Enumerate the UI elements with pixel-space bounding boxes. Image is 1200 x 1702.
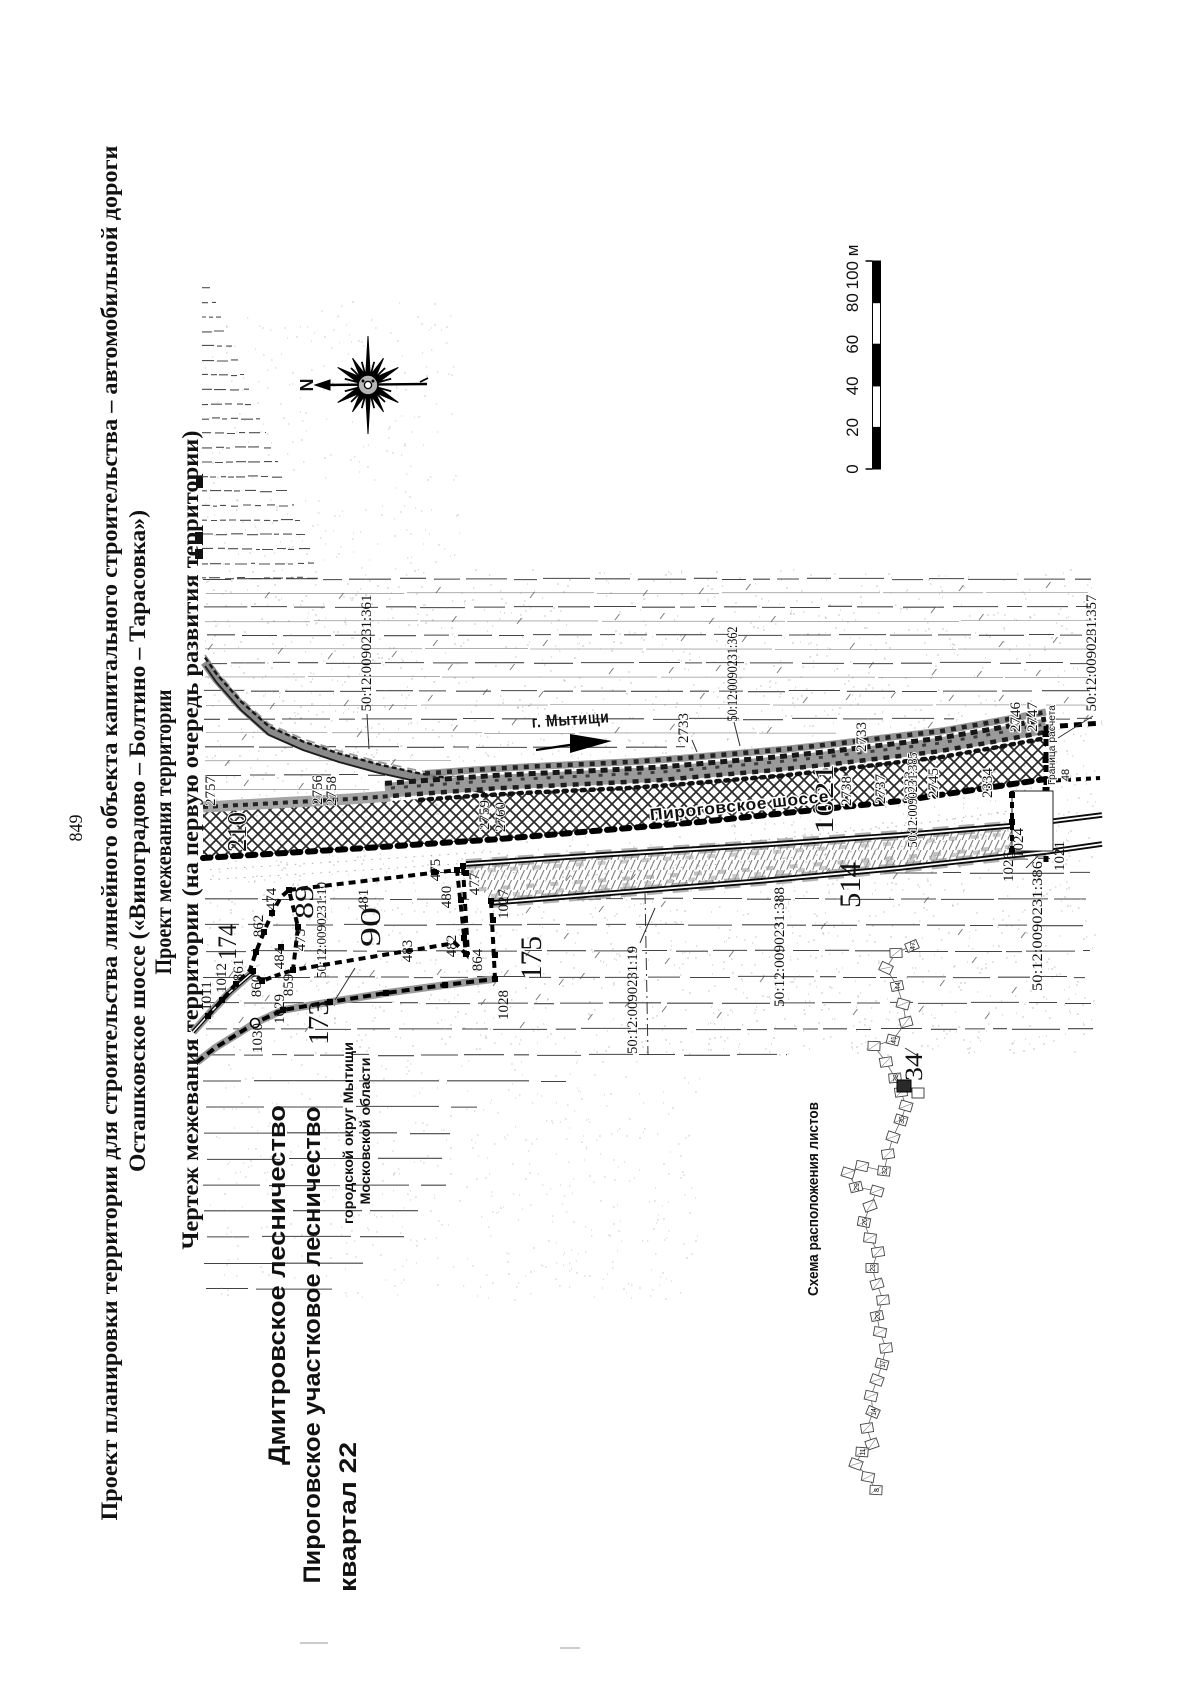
svg-text:2334: 2334 [980, 768, 996, 799]
svg-text:34: 34 [901, 1052, 928, 1081]
svg-text:20: 20 [843, 418, 862, 437]
svg-text:38: 38 [893, 1074, 900, 1082]
svg-text:50:12:0090231:362: 50:12:0090231:362 [725, 627, 741, 722]
svg-text:483: 483 [400, 940, 416, 963]
svg-text:2738: 2738 [839, 776, 855, 806]
svg-text:Дмитровское лесничество: Дмитровское лесничество [264, 1105, 291, 1465]
svg-text:1021: 1021 [810, 764, 839, 834]
svg-text:481: 481 [356, 889, 372, 912]
svg-text:175: 175 [515, 936, 548, 980]
svg-text:484: 484 [272, 946, 288, 969]
svg-text:473: 473 [293, 929, 309, 952]
svg-text:50:12:0090231:10: 50:12:0090231:10 [314, 882, 329, 978]
svg-text:1021: 1021 [1052, 841, 1068, 871]
svg-text:482: 482 [444, 935, 460, 958]
svg-text:1026: 1026 [1001, 852, 1017, 883]
svg-text:1027: 1027 [496, 889, 512, 920]
svg-text:2757: 2757 [203, 776, 219, 807]
svg-text:2760: 2760 [493, 802, 509, 832]
svg-text:2733: 2733 [854, 722, 870, 752]
svg-text:Проект межевания территории: Проект межевания территории [151, 690, 176, 975]
svg-text:849: 849 [66, 815, 87, 842]
svg-text:14: 14 [871, 1408, 878, 1416]
svg-text:Проект планировки территории д: Проект планировки территории для строите… [97, 146, 122, 1521]
svg-text:2756: 2756 [310, 775, 326, 806]
svg-text:1024: 1024 [1011, 828, 1027, 859]
svg-text:2747: 2747 [1025, 702, 1041, 733]
svg-text:2733: 2733 [676, 713, 692, 743]
svg-text:2333: 2333 [902, 771, 918, 801]
svg-text:1028: 1028 [496, 990, 512, 1020]
svg-text:Граница расчета: Граница расчета [1047, 705, 1058, 785]
svg-text:50:12:0090231:361: 50:12:0090231:361 [359, 595, 375, 712]
svg-text:квартал 22: квартал 22 [335, 1442, 362, 1592]
svg-text:89: 89 [290, 885, 319, 919]
svg-text:48: 48 [1060, 769, 1072, 781]
svg-text:35: 35 [899, 1116, 906, 1124]
svg-text:860: 860 [249, 975, 265, 998]
svg-text:1029: 1029 [272, 994, 288, 1024]
svg-text:90: 90 [356, 907, 387, 947]
svg-text:514: 514 [834, 862, 867, 908]
svg-text:2737: 2737 [873, 774, 889, 805]
svg-text:210: 210 [222, 812, 252, 852]
svg-text:1030: 1030 [250, 1023, 266, 1053]
svg-text:475: 475 [428, 859, 444, 882]
svg-text:50:12:0090231:19: 50:12:0090231:19 [625, 946, 641, 1054]
svg-text:40: 40 [843, 376, 862, 395]
svg-text:859: 859 [281, 974, 297, 997]
svg-text:50:12:0090231:388: 50:12:0090231:388 [772, 887, 788, 1007]
svg-text:41: 41 [891, 1036, 898, 1044]
svg-text:862: 862 [251, 915, 267, 938]
svg-text:Чертеж межевания территории (н: Чертеж межевания территории (на первую о… [178, 431, 203, 1250]
svg-text:2759: 2759 [477, 800, 493, 830]
svg-text:Пироговское участковое леснич: Пироговское участковое лесничество [299, 1107, 326, 1584]
svg-text:0: 0 [843, 464, 862, 473]
svg-text:50:12:0090231:385: 50:12:0090231:385 [906, 753, 921, 848]
svg-text:Схема расположения листов: Схема расположения листов [805, 1102, 822, 1296]
svg-text:47: 47 [910, 942, 917, 950]
svg-text:8: 8 [874, 1488, 881, 1492]
svg-text:861: 861 [231, 959, 247, 982]
svg-text:N: N [297, 379, 317, 392]
svg-text:80: 80 [843, 293, 862, 312]
svg-text:26: 26 [862, 1218, 869, 1226]
svg-text:50:12:0090231:357: 50:12:0090231:357 [1084, 594, 1100, 711]
svg-text:1011: 1011 [199, 981, 215, 1010]
svg-text:864: 864 [470, 948, 486, 971]
svg-text:2758: 2758 [324, 776, 340, 806]
svg-text:100 м: 100 м [843, 245, 862, 290]
svg-text:474: 474 [264, 887, 280, 910]
svg-text:29: 29 [854, 1183, 861, 1191]
svg-text:городской округ Мытищи: городской округ Мытищи [340, 1042, 356, 1224]
svg-text:Осташковское шоссе («Виноградо: Осташковское шоссе («Виноградово – Болти… [125, 510, 150, 1172]
svg-text:11: 11 [860, 1448, 867, 1455]
svg-text:174: 174 [213, 924, 242, 960]
svg-text:50:12:0090231:386: 50:12:0090231:386 [1030, 861, 1046, 991]
svg-text:60: 60 [843, 335, 862, 354]
svg-text:2745: 2745 [926, 768, 942, 798]
svg-text:2746: 2746 [1008, 702, 1024, 733]
svg-text:477: 477 [467, 872, 483, 895]
svg-text:17: 17 [880, 1360, 887, 1368]
svg-text:1012: 1012 [214, 963, 230, 993]
svg-text:173: 173 [304, 1001, 335, 1045]
svg-text:Московской области: Московской области [357, 1058, 373, 1205]
svg-text:23: 23 [870, 1264, 877, 1272]
svg-text:44: 44 [895, 982, 902, 990]
svg-text:480: 480 [439, 886, 455, 909]
svg-text:20: 20 [875, 1312, 882, 1320]
svg-text:32: 32 [882, 1167, 889, 1175]
